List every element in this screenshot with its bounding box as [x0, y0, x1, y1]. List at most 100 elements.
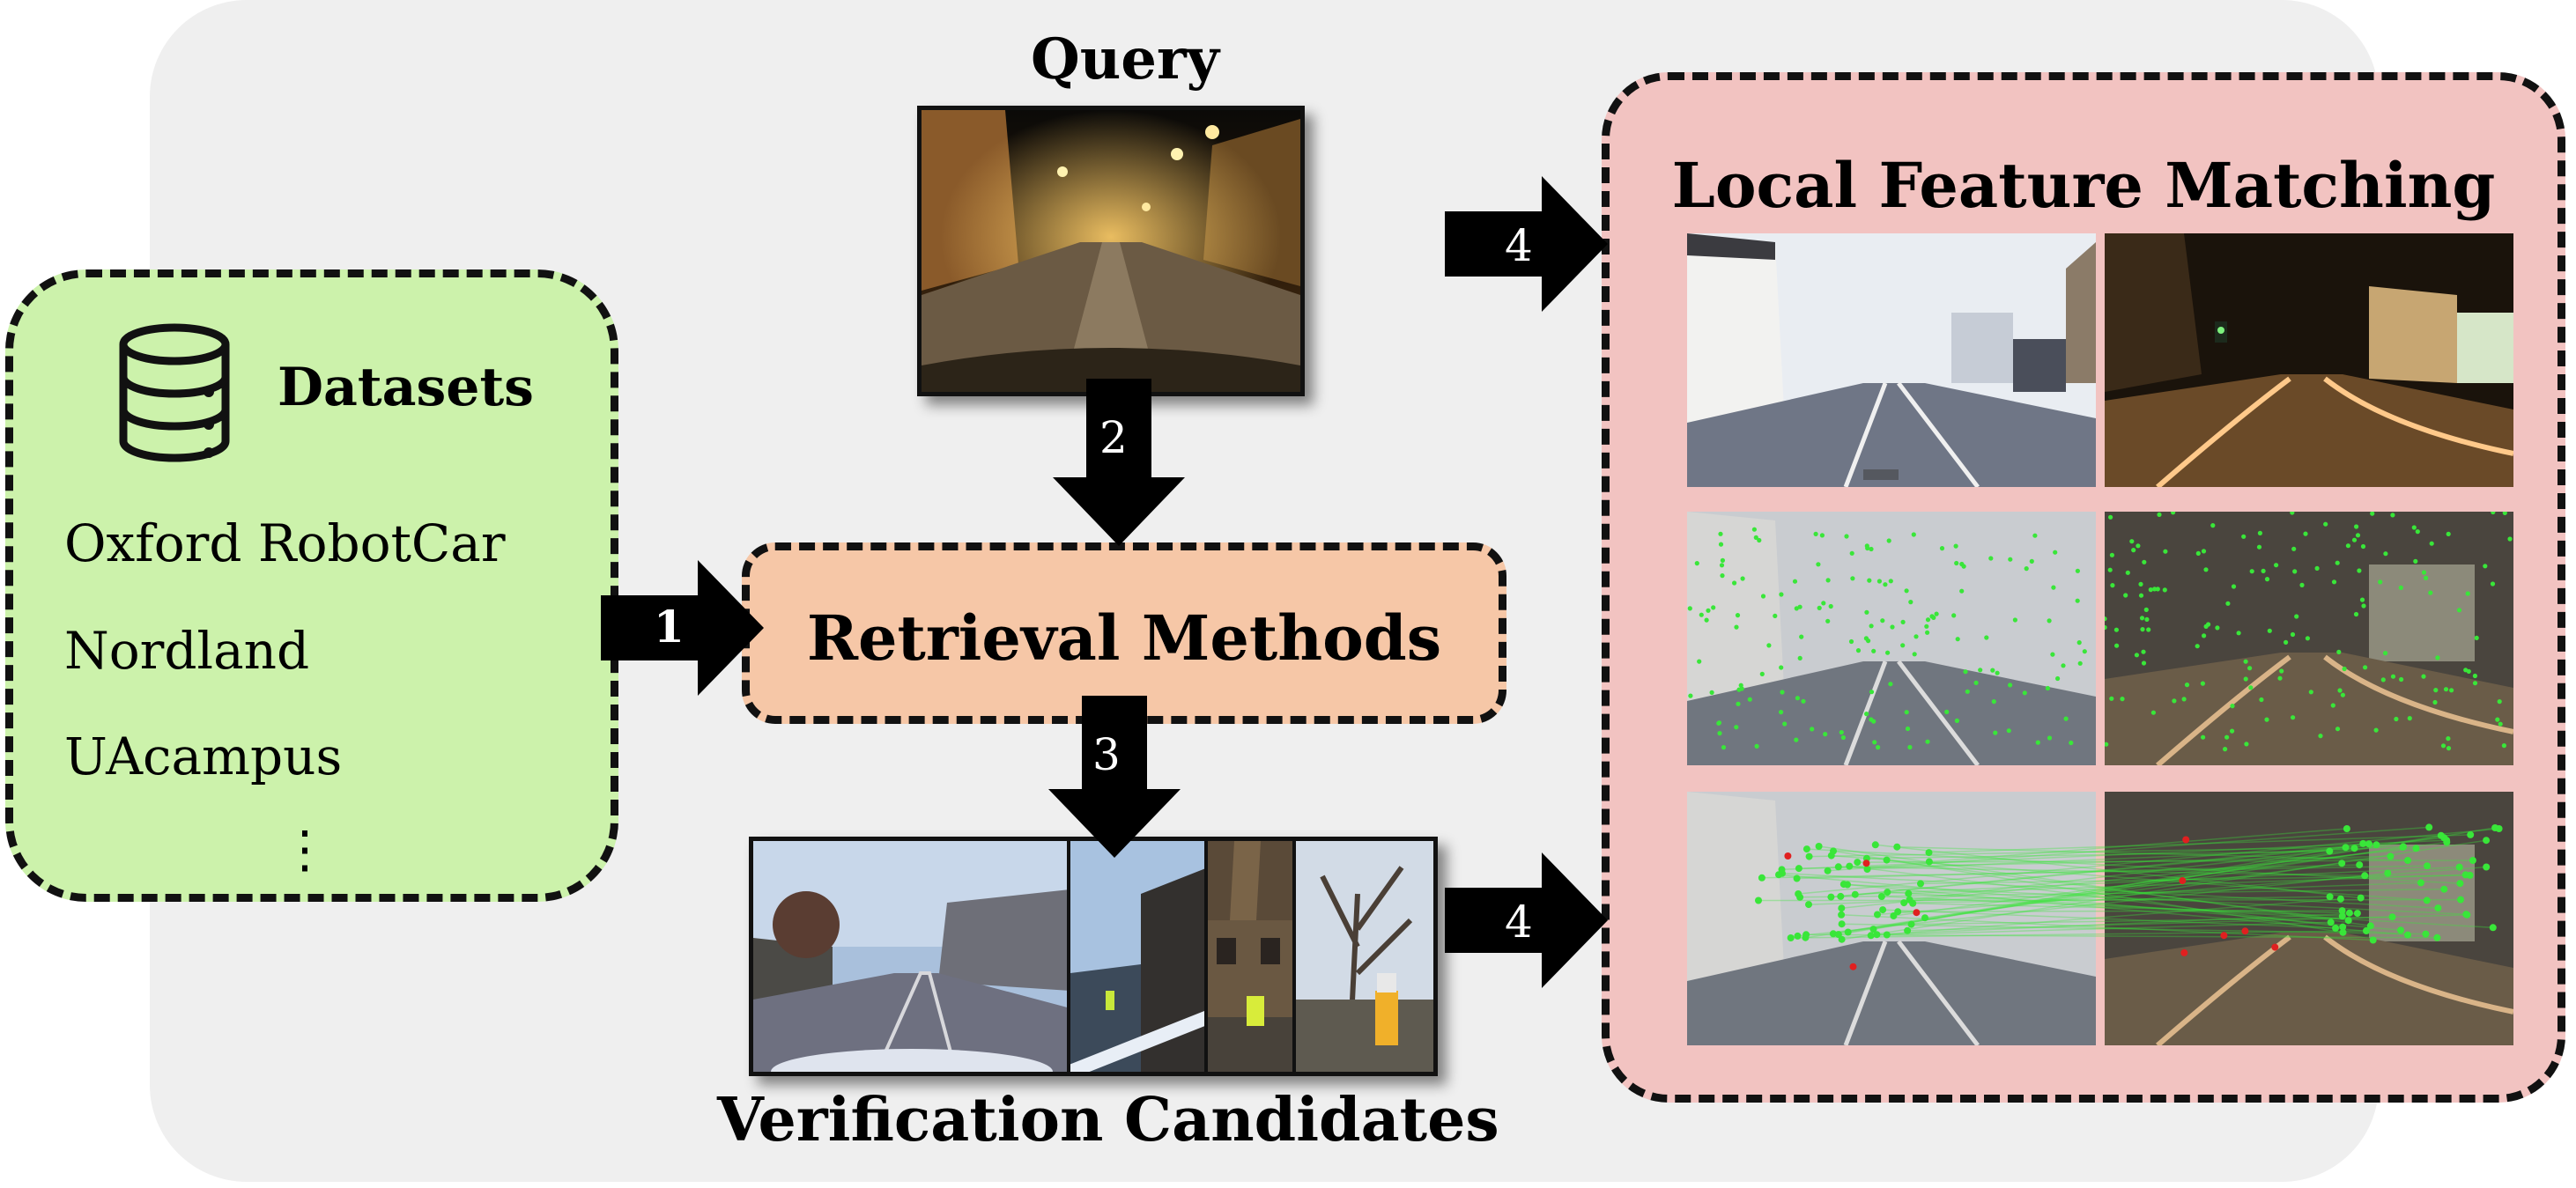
match-point — [2365, 840, 2372, 848]
keypoint-marker — [2047, 735, 2053, 741]
keypoint-marker — [1719, 563, 1725, 568]
keypoint-marker — [2224, 734, 2230, 740]
keypoint-marker — [2125, 570, 2130, 575]
keypoint-marker — [1939, 546, 1945, 551]
keypoint-marker — [2294, 614, 2299, 619]
keypoint-marker — [1850, 576, 1855, 581]
keypoint-marker — [2050, 652, 2055, 657]
keypoint-marker — [2047, 618, 2052, 624]
match-point — [1925, 858, 1933, 866]
match-point — [1877, 893, 1885, 900]
keypoint-marker — [1792, 579, 1798, 584]
datasets-box: Datasets Oxford RobotCar Nordland UAcamp… — [5, 269, 618, 902]
match-point — [1863, 866, 1871, 873]
keypoint-marker — [2243, 676, 2248, 682]
match-point — [1905, 889, 1913, 897]
keypoint-marker — [2421, 674, 2426, 679]
keypoint-marker — [1780, 690, 1785, 695]
keypoint-marker — [2330, 703, 2335, 708]
keypoint-marker — [2155, 587, 2160, 592]
keypoint-marker — [2247, 666, 2253, 671]
local-feature-matching-box: Local Feature Matching — [1602, 72, 2565, 1103]
keypoint-marker — [2076, 640, 2082, 646]
keypoint-marker — [2024, 566, 2029, 572]
keypoint-marker — [1888, 579, 1893, 584]
local-feature-matching-title: Local Feature Matching — [1671, 149, 2496, 222]
keypoint-marker — [2142, 559, 2147, 564]
match-point — [2366, 922, 2374, 930]
match-point — [2455, 863, 2463, 871]
keypoint-marker — [1876, 745, 1881, 750]
keypoint-marker — [1821, 601, 1826, 606]
keypoint-marker — [1816, 562, 1821, 567]
keypoint-marker — [1904, 710, 1909, 715]
match-point — [2350, 845, 2358, 852]
datasets-title: Datasets — [278, 357, 534, 418]
retrieval-methods-label: Retrieval Methods — [806, 601, 1442, 675]
day-keypoints-image — [1687, 512, 2096, 765]
keypoint-marker — [2045, 685, 2050, 691]
keypoint-marker — [2264, 577, 2270, 582]
keypoint-marker — [2055, 675, 2061, 682]
keypoint-marker — [2201, 549, 2207, 554]
keypoint-marker — [2390, 513, 2395, 518]
keypoint-marker — [2241, 534, 2247, 539]
keypoint-marker — [2360, 543, 2366, 550]
keypoint-marker — [1759, 671, 1765, 676]
match-point — [1904, 926, 1912, 934]
keypoint-marker — [2383, 651, 2388, 656]
raw-image-pair-row — [1687, 233, 2513, 487]
keypoint-marker — [1709, 690, 1714, 695]
keypoint-marker — [1797, 604, 1802, 609]
match-point — [2422, 930, 2430, 938]
keypoint-marker — [1869, 546, 1874, 552]
keypoint-marker — [1810, 727, 1815, 732]
match-point — [1794, 932, 1802, 940]
match-point — [1883, 856, 1891, 864]
keypoint-marker — [2378, 579, 2383, 585]
keypoint-marker — [2483, 564, 2488, 569]
keypoint-marker — [1706, 608, 1711, 613]
keypoint-marker — [2318, 734, 2323, 739]
match-point — [1834, 863, 1842, 871]
outlier-point — [2271, 943, 2279, 951]
keypoint-marker — [2109, 552, 2114, 557]
keypoint-marker — [1872, 740, 1877, 745]
match-line — [1893, 841, 2447, 917]
keypoint-marker — [1779, 592, 1784, 597]
keypoint-marker — [2022, 690, 2027, 696]
match-point — [2338, 912, 2346, 920]
match-point — [2338, 907, 2346, 915]
keypoint-marker — [2195, 644, 2200, 649]
keypoint-marker — [2114, 643, 2120, 648]
keypoint-marker — [1944, 709, 1950, 714]
arrow-datasets-to-retrieval — [601, 560, 764, 696]
match-point — [2343, 825, 2350, 832]
keypoint-marker — [2230, 728, 2235, 734]
keypoint-marker — [1736, 701, 1741, 706]
arrow-query-to-matching — [1445, 176, 1608, 312]
keypoint-marker — [1904, 588, 1909, 594]
keypoint-marker — [1925, 617, 1931, 623]
keypoint-marker — [1984, 635, 1989, 640]
keypoint-marker — [1694, 561, 1699, 566]
keypoint-marker — [2109, 696, 2114, 701]
keypoint-marker — [2443, 687, 2449, 692]
arrow-step-3-label: 3 — [1092, 729, 1121, 780]
keypoint-marker — [1688, 693, 1693, 698]
keypoint-marker — [2421, 570, 2427, 575]
match-line — [1908, 874, 2466, 895]
night-matched-image — [2105, 792, 2513, 1045]
keypoint-marker — [2244, 742, 2249, 747]
query-title: Query — [1031, 26, 1219, 92]
keypoint-marker — [2474, 635, 2479, 640]
match-line — [1854, 866, 2460, 896]
outlier-point — [2179, 877, 2187, 884]
keypoint-marker — [2012, 617, 2017, 623]
keypoint-marker — [2449, 688, 2454, 693]
keypoint-marker — [2231, 584, 2237, 589]
match-point — [2440, 885, 2448, 893]
keypoint-marker — [2435, 655, 2440, 660]
keypoint-marker — [1766, 643, 1772, 648]
keypoint-marker — [1849, 550, 1854, 556]
